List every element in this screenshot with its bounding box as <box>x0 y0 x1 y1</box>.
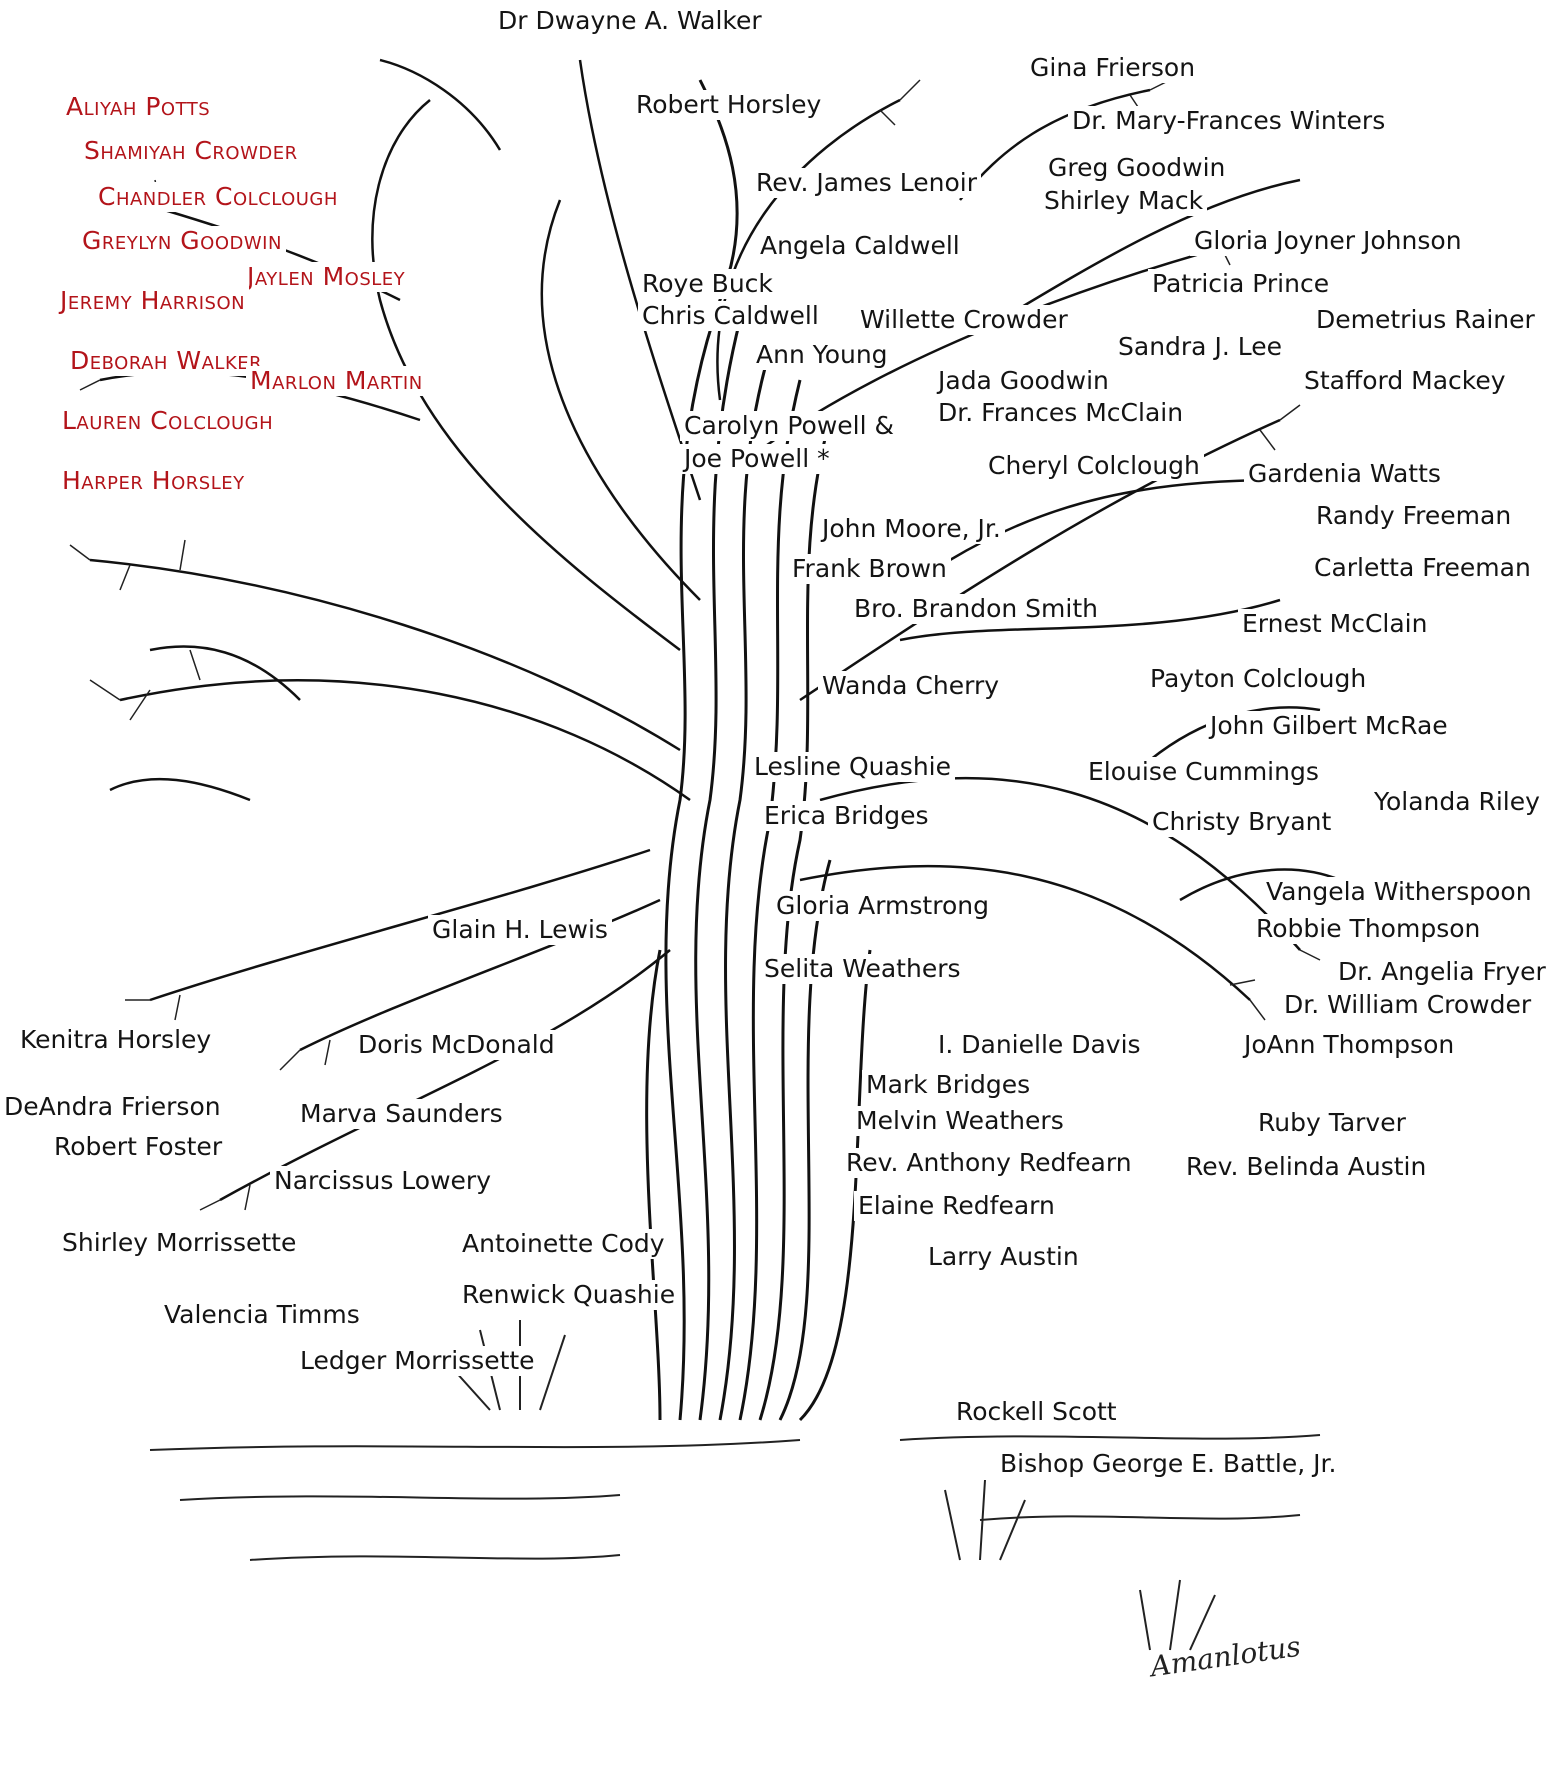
name-label: Selita Weathers <box>760 954 965 984</box>
name-red: Aliyah Potts <box>62 92 215 122</box>
name-label: Dr. William Crowder <box>1280 990 1536 1020</box>
name-label: Dr. Frances McClain <box>934 398 1188 428</box>
name-label: Roye Buck <box>638 269 777 299</box>
name-label: Shirley Morrissette <box>58 1228 301 1258</box>
name-label: DeAndra Frierson <box>0 1092 225 1122</box>
name-label: Vangela Witherspoon <box>1262 877 1536 907</box>
name-label: Robbie Thompson <box>1252 914 1485 944</box>
name-label: Elaine Redfearn <box>854 1191 1059 1221</box>
name-label: Ledger Morrissette <box>296 1346 539 1376</box>
name-label: Carletta Freeman <box>1310 553 1535 583</box>
name-red: Shamiyah Crowder <box>80 136 302 166</box>
name-label: Randy Freeman <box>1312 501 1516 531</box>
name-label: Ann Young <box>752 340 892 370</box>
name-red: Harper Horsley <box>58 466 249 496</box>
name-label: Gloria Joyner Johnson <box>1190 226 1466 256</box>
name-label: Bishop George E. Battle, Jr. <box>996 1449 1341 1479</box>
name-label: Antoinette Cody <box>458 1229 669 1259</box>
name-label: Melvin Weathers <box>852 1106 1068 1136</box>
name-label: Kenitra Horsley <box>16 1025 216 1055</box>
name-red: Greylyn Goodwin <box>78 226 286 256</box>
branches <box>89 58 1341 1202</box>
name-label: Angela Caldwell <box>756 231 964 261</box>
name-label: Gloria Armstrong <box>772 891 993 921</box>
name-label: Rev. James Lenoir <box>752 168 982 198</box>
name-label: Lesline Quashie <box>750 752 955 782</box>
name-label: Sandra J. Lee <box>1114 332 1286 362</box>
name-label: Larry Austin <box>924 1242 1083 1272</box>
name-label: Jada Goodwin <box>934 366 1113 396</box>
name-label: Bro. Brandon Smith <box>850 594 1102 624</box>
name-label: Patricia Prince <box>1148 269 1334 299</box>
name-label: Dr Dwayne A. Walker <box>494 6 766 36</box>
name-label: Chris Caldwell <box>638 301 823 331</box>
name-label: Demetrius Rainer <box>1312 305 1539 335</box>
name-label: Rev. Belinda Austin <box>1182 1152 1431 1182</box>
name-label: Marva Saunders <box>296 1099 507 1129</box>
name-red: Lauren Colclough <box>58 406 278 436</box>
name-label: Dr. Mary-Frances Winters <box>1068 106 1390 136</box>
name-label: Elouise Cummings <box>1084 757 1323 787</box>
name-label: I. Danielle Davis <box>934 1030 1145 1060</box>
name-label: John Moore, Jr. <box>818 514 1005 544</box>
name-label: Cheryl Colclough <box>984 451 1204 481</box>
name-label: Narcissus Lowery <box>270 1166 495 1196</box>
name-red: Jeremy Harrison <box>56 286 250 316</box>
name-label: John Gilbert McRae <box>1206 711 1452 741</box>
name-red: Deborah Walker <box>66 346 267 376</box>
name-label: Wanda Cherry <box>818 671 1004 701</box>
name-label: Carolyn Powell & <box>680 411 898 441</box>
name-label: Robert Foster <box>50 1132 227 1162</box>
name-label: Doris McDonald <box>354 1030 559 1060</box>
name-label: Shirley Mack <box>1040 186 1208 216</box>
name-label: Ruby Tarver <box>1254 1108 1410 1138</box>
name-label: Payton Colclough <box>1146 664 1371 694</box>
name-label: Christy Bryant <box>1148 807 1336 837</box>
name-label: Yolanda Riley <box>1370 787 1544 817</box>
name-label: Mark Bridges <box>862 1070 1035 1100</box>
name-label: Stafford Mackey <box>1300 366 1510 396</box>
name-label: Rockell Scott <box>952 1397 1121 1427</box>
name-label: Renwick Quashie <box>458 1280 680 1310</box>
name-red: Marlon Martin <box>246 366 427 396</box>
name-label: Rev. Anthony Redfearn <box>842 1148 1136 1178</box>
name-label: Greg Goodwin <box>1044 153 1230 183</box>
name-label: Ernest McClain <box>1238 609 1432 639</box>
name-red: Chandler Colclough <box>94 182 342 212</box>
name-label: Glain H. Lewis <box>428 915 612 945</box>
name-label: JoAnn Thompson <box>1240 1030 1459 1060</box>
name-label: Dr. Angelia Fryer <box>1334 957 1550 987</box>
name-label: Valencia Timms <box>160 1300 364 1330</box>
name-label: Joe Powell * <box>680 444 834 474</box>
trunk <box>645 79 872 1422</box>
name-red: Jaylen Mosley <box>243 262 410 292</box>
name-label: Robert Horsley <box>632 90 826 120</box>
name-label: Gina Frierson <box>1026 53 1200 83</box>
name-label: Erica Bridges <box>760 801 933 831</box>
name-label: Frank Brown <box>788 554 951 584</box>
name-label: Gardenia Watts <box>1244 459 1445 489</box>
name-label: Willette Crowder <box>856 305 1072 335</box>
